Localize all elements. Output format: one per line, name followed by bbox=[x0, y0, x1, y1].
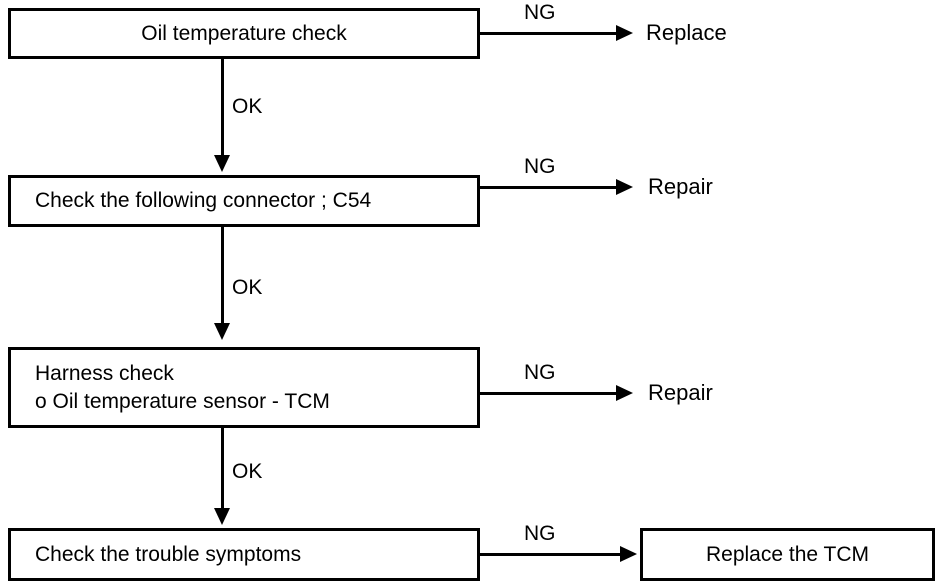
arrowhead-ng-4 bbox=[620, 546, 637, 562]
box-text-line: Check the trouble symptoms bbox=[35, 542, 302, 566]
connector-line-ng-1 bbox=[480, 32, 620, 35]
arrowhead-ng-1 bbox=[616, 25, 633, 41]
edge-label-ng-1: NG bbox=[524, 1, 556, 24]
process-box-check-trouble-symptoms[interactable]: Check the trouble symptoms bbox=[8, 528, 480, 581]
box-text-line: Oil temperature check bbox=[141, 21, 347, 45]
arrowhead-ng-3 bbox=[616, 385, 633, 401]
connector-line-ng-4 bbox=[480, 553, 622, 556]
edge-label-ok-1: OK bbox=[232, 95, 263, 118]
connector-line-ok-2 bbox=[221, 227, 224, 327]
arrowhead-ng-2 bbox=[616, 179, 633, 195]
connector-line-ok-3 bbox=[221, 428, 224, 512]
edge-label-ok-2: OK bbox=[232, 276, 263, 299]
connector-line-ok-1 bbox=[221, 59, 224, 159]
connector-line-ng-3 bbox=[480, 392, 620, 395]
edge-label-ng-3: NG bbox=[524, 361, 556, 384]
endpoint-replace-1: Replace bbox=[646, 20, 727, 45]
box-text-line: Replace the TCM bbox=[705, 542, 870, 566]
edge-label-ng-2: NG bbox=[524, 155, 556, 178]
endpoint-repair-2: Repair bbox=[648, 380, 713, 405]
process-box-oil-temperature-check[interactable]: Oil temperature check bbox=[8, 8, 480, 59]
connector-line-ng-2 bbox=[480, 186, 620, 189]
box-text-line: o Oil temperature sensor - TCM bbox=[35, 389, 330, 413]
box-text-line: Check the following connector ; C54 bbox=[35, 189, 372, 213]
edge-label-ok-3: OK bbox=[232, 460, 263, 483]
box-text-line: Harness check bbox=[35, 362, 174, 386]
arrowhead-ok-3 bbox=[214, 508, 230, 525]
process-box-replace-the-tcm[interactable]: Replace the TCM bbox=[640, 528, 935, 581]
edge-label-ng-4: NG bbox=[524, 522, 556, 545]
arrowhead-ok-1 bbox=[214, 155, 230, 172]
process-box-harness-check[interactable]: Harness check o Oil temperature sensor -… bbox=[8, 347, 480, 428]
arrowhead-ok-2 bbox=[214, 323, 230, 340]
endpoint-repair-1: Repair bbox=[648, 174, 713, 199]
process-box-check-connector-c54[interactable]: Check the following connector ; C54 bbox=[8, 175, 480, 227]
